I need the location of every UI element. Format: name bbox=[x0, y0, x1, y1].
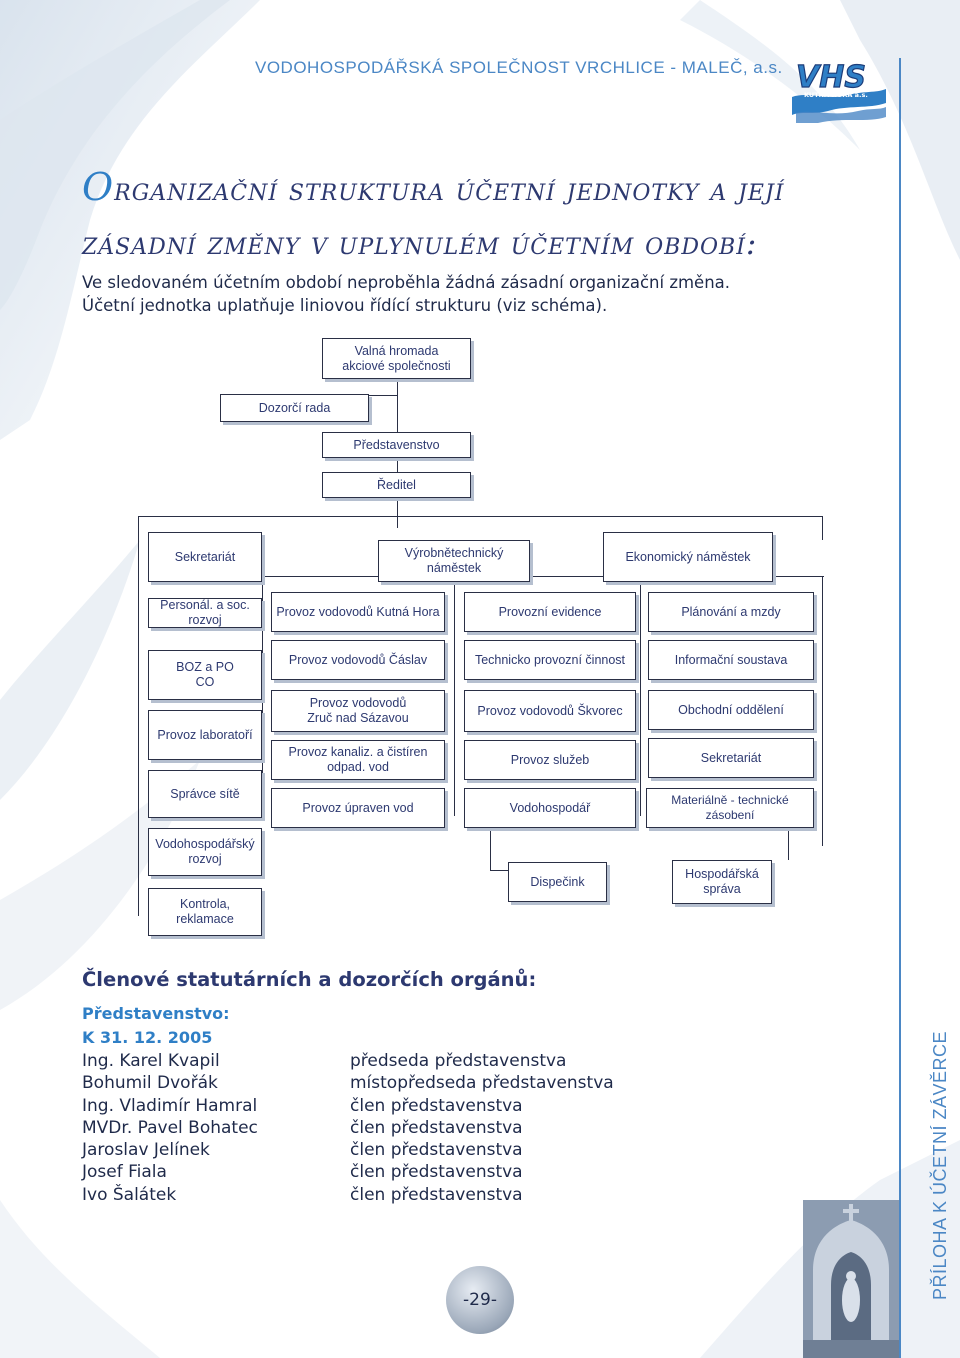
member-role: člen představenstva bbox=[350, 1140, 523, 1161]
org-box-valna-hromada: Valná hromada akciové společnosti bbox=[322, 338, 471, 379]
intro-line1: Ve sledovaném účetním období neproběhla … bbox=[82, 273, 731, 292]
org-box-personal-soc-rozvoj: Personál. a soc. rozvoj bbox=[148, 598, 262, 628]
member-row: Bohumil Dvořák místopředseda představenst… bbox=[82, 1072, 614, 1094]
board-date: K 31. 12. 2005 bbox=[82, 1028, 213, 1047]
member-row: Ing. Vladimír Hamral člen představenstva bbox=[82, 1095, 614, 1117]
org-box-sekretariat-2: Sekretariát bbox=[648, 738, 814, 778]
member-role: člen představenstva bbox=[350, 1095, 523, 1116]
org-box-informacni-soustava: Informační soustava bbox=[648, 640, 814, 680]
vhs-logo: VHS KUTNÁ HORA a.s. bbox=[792, 59, 886, 123]
connector bbox=[262, 576, 263, 816]
members-list: Ing. Karel Kvapil předseda představenstva… bbox=[82, 1050, 614, 1206]
intro-line2: Účetní jednotka uplatňuje liniovou řídíc… bbox=[82, 296, 608, 315]
svg-text:KUTNÁ HORA a.s.: KUTNÁ HORA a.s. bbox=[804, 90, 868, 99]
connector bbox=[490, 870, 508, 871]
intro-paragraph: Ve sledovaném účetním období neproběhla … bbox=[82, 271, 842, 317]
org-box-obchodni-oddeleni: Obchodní oddělení bbox=[648, 690, 814, 730]
member-row: Ing. Karel Kvapil předseda představenstva bbox=[82, 1050, 614, 1072]
org-box-provoz-laboratori: Provoz laboratoří bbox=[148, 710, 262, 760]
org-box-spravce-site: Správce sítě bbox=[148, 770, 262, 818]
svg-text:VHS: VHS bbox=[796, 60, 866, 95]
org-box-boz-po-co: BOZ a PO CO bbox=[148, 650, 262, 700]
org-box-provoz-vodovodu-caslav: Provoz vodovodů Čáslav bbox=[271, 640, 445, 680]
org-box-provoz-upraven-vod: Provoz úpraven vod bbox=[271, 788, 445, 828]
connector bbox=[138, 516, 823, 517]
connector bbox=[640, 576, 641, 816]
connector bbox=[822, 516, 823, 540]
org-box-vodohospodarsky-rozvoj: Vodohospodářský rozvoj bbox=[148, 828, 262, 876]
org-box-dispecink: Dispečink bbox=[508, 862, 607, 902]
chapel-photo bbox=[803, 1200, 899, 1358]
org-box-kontrola-reklamace: Kontrola, reklamace bbox=[148, 888, 262, 936]
member-name: Bohumil Dvořák bbox=[82, 1073, 218, 1094]
org-box-provozni-evidence: Provozní evidence bbox=[464, 592, 636, 632]
member-name: Ing. Vladimír Hamral bbox=[82, 1095, 258, 1116]
member-name: Ing. Karel Kvapil bbox=[82, 1051, 220, 1071]
org-box-sekretariat: Sekretariát bbox=[148, 532, 262, 582]
org-box-provoz-vodovodu-kutna-hora: Provoz vodovodů Kutná Hora bbox=[271, 592, 445, 632]
connector bbox=[454, 576, 455, 816]
org-box-vodohospodar: Vodohospodář bbox=[464, 788, 636, 828]
org-box-ekonomicky-namestek: Ekonomický náměstek bbox=[603, 532, 773, 582]
connector bbox=[262, 576, 824, 577]
member-row: MVDr. Pavel Bohatec člen představenstva bbox=[82, 1117, 614, 1139]
org-box-predstavenstvo: Představenstvo bbox=[322, 432, 471, 458]
org-box-dozorci-rada: Dozorčí rada bbox=[220, 394, 369, 422]
org-box-vyrobne-technicky-namestek: Výrobnětechnický náměstek bbox=[378, 540, 530, 582]
title-line2: zásadní změny v uplynulém účetním období… bbox=[82, 226, 758, 262]
title-first-letter: O bbox=[82, 165, 115, 209]
right-margin-rule bbox=[899, 58, 901, 1358]
org-box-provoz-vodovodu-skvorec: Provoz vodovodů Škvorec bbox=[464, 690, 636, 732]
side-section-label: PŘÍLOHA K ÚČETNÍ ZÁVĚRCE bbox=[930, 1030, 950, 1300]
member-name: Josef Fiala bbox=[82, 1162, 167, 1183]
connector bbox=[138, 516, 139, 916]
member-role: člen představenstva bbox=[350, 1184, 523, 1205]
org-box-hospodarska-sprava: Hospodářská správa bbox=[672, 860, 772, 904]
connector bbox=[490, 830, 491, 870]
section-title: Organizační struktura účetní jednotky a … bbox=[82, 160, 882, 271]
org-box-reditel: Ředitel bbox=[322, 472, 471, 498]
member-role: předseda představenstva bbox=[350, 1051, 567, 1071]
member-role: místopředseda představenstva bbox=[350, 1073, 614, 1094]
board-label: Představenstvo: bbox=[82, 1004, 230, 1023]
member-role: člen představenstva bbox=[350, 1117, 523, 1138]
connector bbox=[369, 395, 397, 396]
member-row: Josef Fiala člen představenstva bbox=[82, 1161, 614, 1183]
company-name: VODOHOSPODÁŘSKÁ SPOLEČNOST VRCHLICE - MA… bbox=[255, 58, 783, 77]
page-number: -29- bbox=[446, 1266, 514, 1334]
connector bbox=[788, 830, 789, 860]
org-box-provoz-sluzeb: Provoz služeb bbox=[464, 740, 636, 780]
members-heading: Členové statutárních a dozorčích orgánů: bbox=[82, 968, 537, 991]
member-role: člen představenstva bbox=[350, 1162, 523, 1183]
member-name: Ivo Šalátek bbox=[82, 1184, 177, 1205]
org-box-provoz-kanalizaci: Provoz kanaliz. a čistíren odpad. vod bbox=[271, 740, 445, 780]
member-name: Jaroslav Jelínek bbox=[82, 1140, 210, 1161]
org-box-provoz-vodovodu-zruc: Provoz vodovodů Zruč nad Sázavou bbox=[271, 690, 445, 732]
member-row: Jaroslav Jelínek člen představenstva bbox=[82, 1139, 614, 1161]
org-box-materialne-technicke-zasobeni: Materiálně - technické zásobení bbox=[646, 788, 814, 828]
member-name: MVDr. Pavel Bohatec bbox=[82, 1117, 258, 1138]
org-box-technicko-provozni-cinnost: Technicko provozní činnost bbox=[464, 640, 636, 680]
connector bbox=[822, 576, 823, 846]
member-row: Ivo Šalátek člen představenstva bbox=[82, 1184, 614, 1206]
org-box-planovani-mzdy: Plánování a mzdy bbox=[648, 592, 814, 632]
title-line1: rganizační struktura účetní jednotky a j… bbox=[114, 172, 785, 208]
